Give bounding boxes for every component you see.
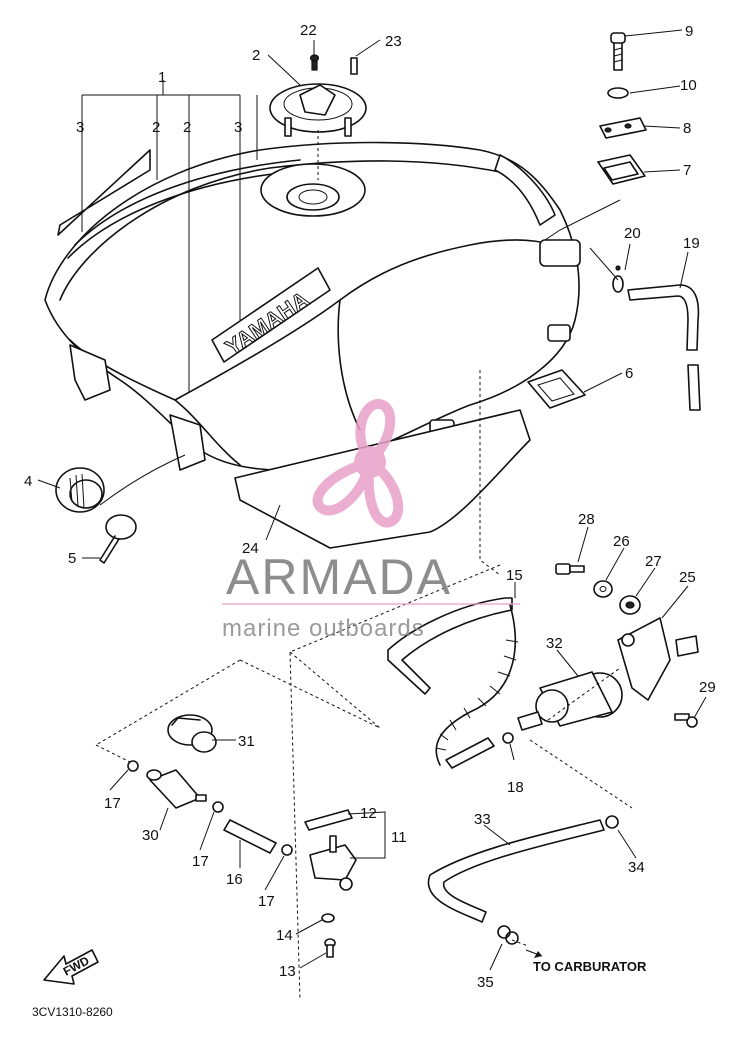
callout-19: 19	[683, 235, 700, 252]
callout-4: 4	[24, 473, 32, 490]
callout-34: 34	[628, 859, 645, 876]
callout-17: 17	[258, 893, 275, 910]
watermark-tagline: marine outboards	[222, 615, 425, 642]
callouts: 1 2 2 2 3 3 4 5 6 7 8 9 10 11 12 13 14 1…	[24, 22, 716, 991]
washer-10	[607, 87, 629, 99]
bracket-25	[617, 617, 699, 701]
callout-25: 25	[679, 569, 696, 586]
callout-11: 11	[391, 829, 407, 846]
propeller-blade	[355, 399, 396, 470]
callout-18: 18	[507, 779, 524, 796]
callout-3: 3	[234, 119, 242, 136]
clip-20	[612, 265, 624, 293]
part-code: 3CV1310-8260	[32, 1005, 113, 1019]
callout-30: 30	[142, 827, 159, 844]
mount-bolt-9	[610, 32, 626, 71]
cap-4	[55, 467, 105, 513]
band-5	[99, 514, 137, 564]
callout-31: 31	[238, 733, 255, 750]
watermark: ARMADA marine outboards	[222, 399, 520, 642]
washer-14	[321, 913, 335, 923]
filler-cap	[269, 54, 367, 137]
callout-20: 20	[624, 225, 641, 242]
bolt-28	[555, 563, 585, 575]
callout-33: 33	[474, 811, 491, 828]
carburetor-note: TO CARBURATOR	[525, 949, 647, 974]
clip-18	[502, 732, 514, 744]
callout-28: 28	[578, 511, 595, 528]
carburetor-note-text: TO CARBURATOR	[533, 959, 647, 974]
callout-15: 15	[506, 567, 523, 584]
callout-2: 2	[152, 119, 160, 136]
callout-13: 13	[279, 963, 296, 980]
damper-27	[619, 595, 641, 615]
callout-3: 3	[76, 119, 84, 136]
clip-17	[127, 760, 293, 856]
gasket-12	[304, 809, 353, 831]
collar-26	[593, 580, 613, 598]
callout-16: 16	[226, 871, 243, 888]
callout-26: 26	[613, 533, 630, 550]
callout-32: 32	[546, 635, 563, 652]
propeller-logo	[312, 399, 404, 528]
damper-7	[597, 154, 646, 185]
hose-33	[427, 819, 605, 923]
callout-8: 8	[683, 120, 691, 137]
callout-17: 17	[104, 795, 121, 812]
damper-6	[527, 369, 586, 409]
watermark-name: ARMADA	[226, 549, 452, 605]
callout-24: 24	[242, 540, 259, 557]
callout-23: 23	[385, 33, 402, 50]
hose-15	[387, 597, 519, 769]
clip-34	[605, 815, 619, 829]
clip-35	[497, 925, 519, 945]
callout-2: 2	[252, 47, 260, 64]
callout-7: 7	[683, 162, 691, 179]
screw-29	[674, 713, 698, 728]
callout-29: 29	[699, 679, 716, 696]
fuel-pump-32	[517, 671, 623, 731]
callout-27: 27	[645, 553, 662, 570]
vent-hose-19	[627, 284, 701, 411]
callout-35: 35	[477, 974, 494, 991]
callout-17: 17	[192, 853, 209, 870]
propeller-blade	[363, 453, 404, 528]
callout-22: 22	[300, 22, 317, 39]
callout-2: 2	[183, 119, 191, 136]
strainer-cup-31	[167, 714, 217, 753]
callout-14: 14	[276, 927, 293, 944]
fuel-filter-30	[146, 769, 207, 809]
callout-5: 5	[68, 550, 76, 567]
callout-6: 6	[625, 365, 633, 382]
fuel-tank: YAMAHA	[44, 141, 581, 471]
propeller-hub	[354, 446, 386, 478]
propeller-blade	[312, 454, 377, 516]
callout-1: 1	[158, 69, 166, 86]
leader-lines	[37, 29, 707, 1001]
callout-12: 12	[360, 805, 377, 822]
hose-16	[223, 819, 277, 854]
screw-13	[324, 938, 336, 958]
callout-10: 10	[680, 77, 697, 94]
fuel-cock-11	[309, 835, 357, 891]
callout-9: 9	[685, 23, 693, 40]
fwd-arrow: FWD	[43, 949, 99, 985]
collar-8	[599, 117, 647, 139]
